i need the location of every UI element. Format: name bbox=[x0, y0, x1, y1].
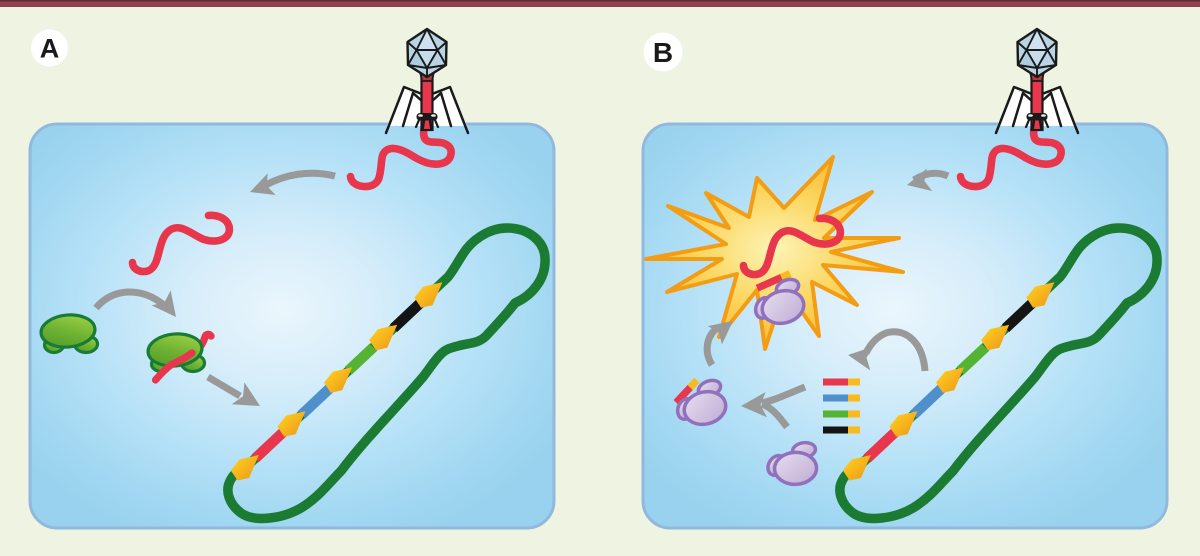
svg-text:B: B bbox=[653, 37, 673, 68]
svg-text:A: A bbox=[40, 34, 60, 64]
